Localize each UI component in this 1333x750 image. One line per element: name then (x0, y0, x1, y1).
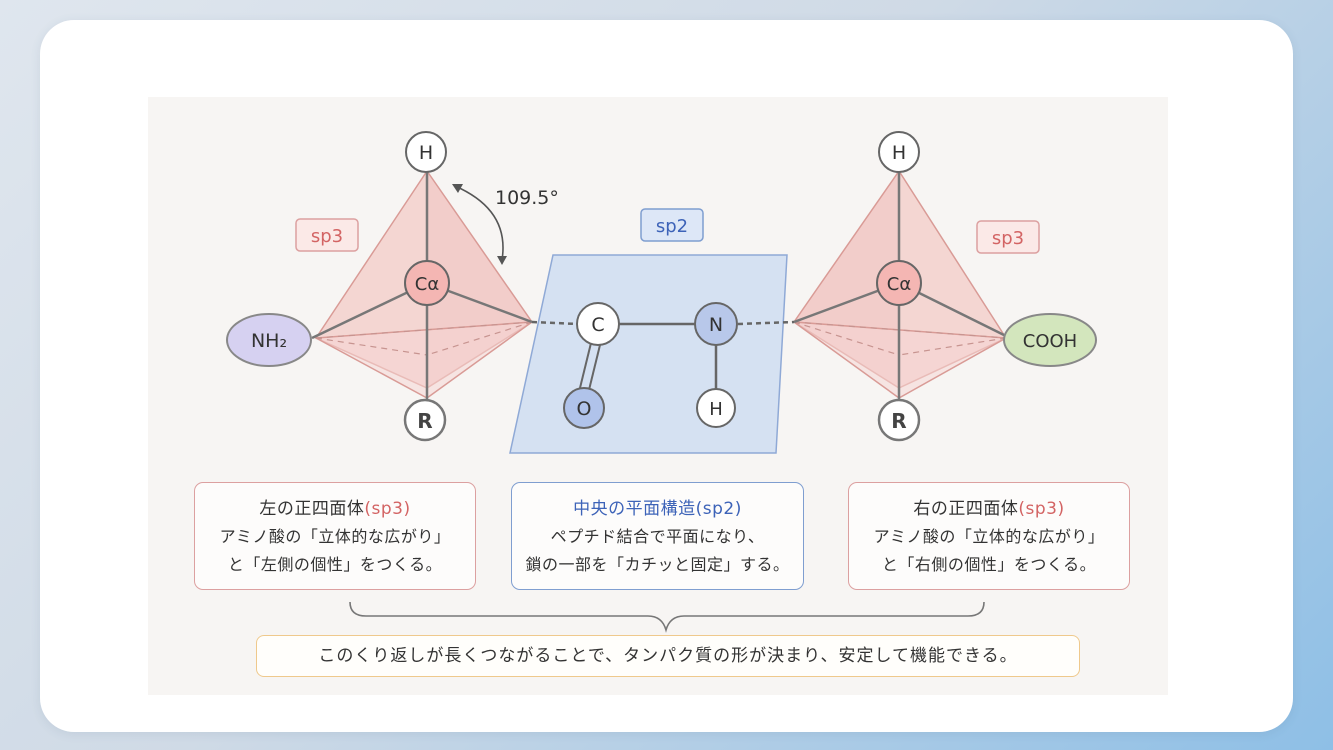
svg-text:COOH: COOH (1023, 331, 1077, 352)
right-box-title: 右の正四面体(sp3) (913, 499, 1065, 519)
bond-c-o-1 (578, 342, 592, 393)
left-tetra-description: 左の正四面体(sp3) アミノ酸の「立体的な広がり」 と「左側の個性」をつくる。 (194, 482, 476, 590)
sp2-plane (509, 254, 788, 454)
summary-caption: このくり返しが長くつながることで、タンパク質の形が決まり、安定して機能できる。 (256, 635, 1080, 677)
angle-arrow-head-top (452, 184, 463, 193)
svg-text:R: R (417, 409, 432, 433)
right-box-line2: と「右側の個性」をつくる。 (881, 555, 1097, 574)
svg-text:Cα: Cα (415, 274, 439, 295)
atom-left-nh2: NH₂ (226, 313, 312, 367)
atom-right-r: R (877, 398, 921, 442)
center-box-line2: 鎖の一部を「カチッと固定」する。 (525, 555, 790, 574)
angle-arrow-head-bottom (497, 256, 507, 265)
angle-label: 109.5° (495, 187, 559, 209)
left-hidden-edge-3 (426, 321, 533, 356)
right-hidden-edge-3 (898, 337, 1007, 356)
svg-text:N: N (709, 314, 723, 336)
center-box-title: 中央の平面構造(sp2) (573, 499, 742, 519)
atom-right-cooh: COOH (1003, 313, 1097, 367)
left-tetrahedron (311, 168, 535, 402)
right-hidden-edge-1 (793, 321, 1007, 339)
bond-c-o-2 (587, 344, 601, 395)
right-tetra-description: 右の正四面体(sp3) アミノ酸の「立体的な広がり」 と「右側の個性」をつくる。 (848, 482, 1130, 590)
svg-text:H: H (419, 142, 433, 164)
svg-text:C: C (591, 314, 604, 336)
svg-text:H: H (709, 399, 723, 420)
atom-c: C (576, 302, 620, 346)
right-hidden-edge-2 (793, 321, 900, 356)
center-box-line1: ペプチド結合で平面になり、 (550, 527, 765, 546)
svg-text:R: R (891, 409, 906, 433)
left-box-line2: と「左側の個性」をつくる。 (227, 555, 443, 574)
left-tetra-face-bottom (313, 321, 535, 399)
atom-h-amide: H (696, 388, 736, 428)
left-box-title: 左の正四面体(sp3) (259, 499, 411, 519)
label-left-sp3: sp3 (295, 218, 359, 252)
left-box-line1: アミノ酸の「立体的な広がり」 (219, 527, 451, 546)
right-box-line1: アミノ酸の「立体的な広がり」 (873, 527, 1105, 546)
bond-ca-c-dashed (531, 320, 579, 326)
right-sp3-text: sp3 (992, 228, 1024, 249)
curly-brace (349, 601, 985, 633)
sp2-text: sp2 (656, 216, 688, 237)
amide-plane (509, 254, 795, 454)
left-sp3-text: sp3 (311, 226, 343, 247)
svg-text:NH₂: NH₂ (251, 330, 287, 352)
label-right-sp3: sp3 (976, 220, 1040, 254)
left-hidden-edge-2 (315, 337, 428, 356)
atom-n: N (694, 302, 738, 346)
svg-text:Cα: Cα (887, 274, 911, 295)
svg-text:O: O (577, 398, 592, 420)
atom-left-h: H (405, 131, 447, 173)
bond-angle-indicator: 109.5° (452, 184, 559, 265)
atom-right-ca: Cα (876, 260, 922, 306)
label-sp2: sp2 (640, 208, 704, 242)
angle-arc (454, 185, 504, 261)
atom-left-r: R (403, 398, 447, 442)
left-tetra-hidden-edge (315, 321, 533, 339)
center-plane-description: 中央の平面構造(sp2) ペプチド結合で平面になり、 鎖の一部を「カチッと固定」… (511, 482, 804, 590)
atom-right-h: H (878, 131, 920, 173)
svg-text:H: H (892, 142, 906, 164)
atom-left-ca: Cα (404, 260, 450, 306)
bond-n-ca-dashed (737, 320, 795, 326)
right-tetrahedron (791, 168, 1011, 402)
atom-o: O (563, 387, 605, 429)
